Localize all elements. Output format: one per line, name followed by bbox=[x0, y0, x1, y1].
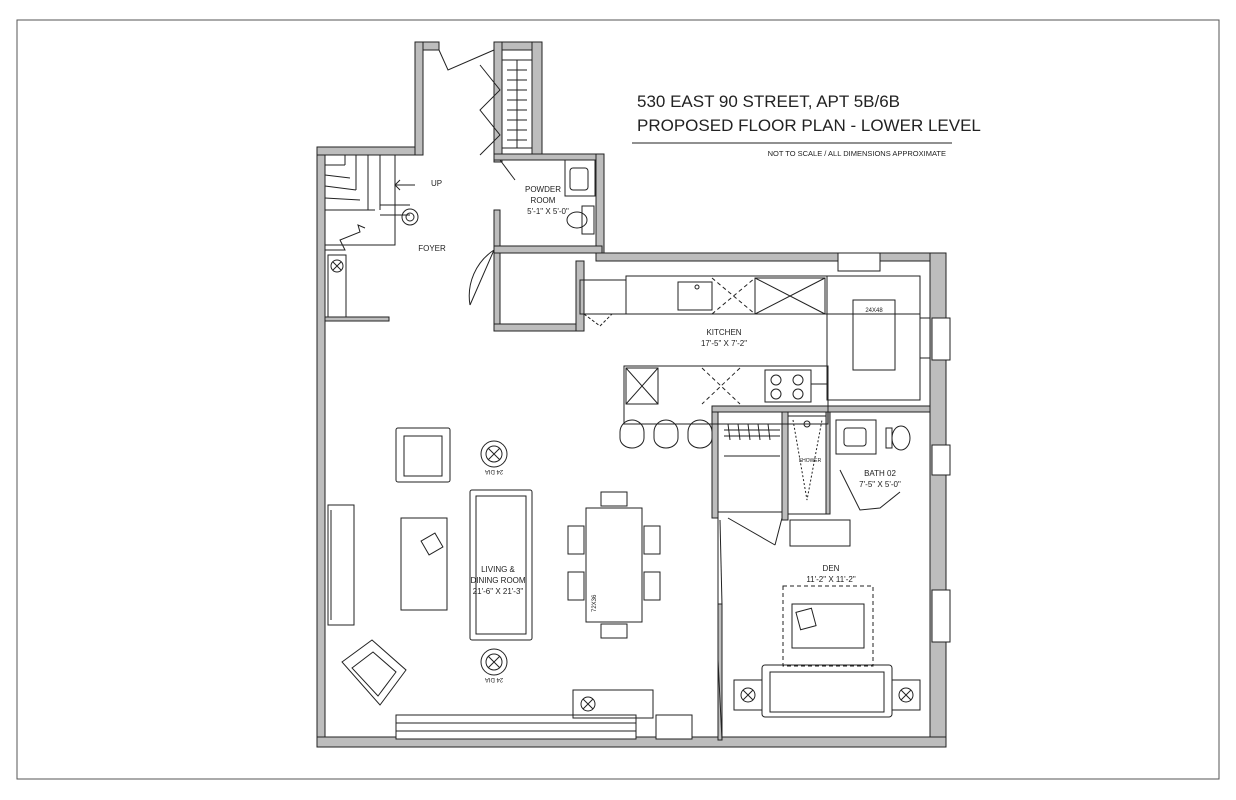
living-side-table-label-2: 24 DIA bbox=[485, 676, 503, 682]
kitchen-counter-label: 24X48 bbox=[865, 308, 883, 314]
page-frame bbox=[16, 19, 1220, 780]
plan-title: PROPOSED FLOOR PLAN - LOWER LEVEL bbox=[637, 116, 981, 135]
address-title: 530 EAST 90 STREET, APT 5B/6B bbox=[637, 92, 900, 111]
powder-room-name-2: ROOM bbox=[531, 196, 556, 205]
stair-up-label: UP bbox=[431, 179, 442, 188]
den-name: DEN bbox=[823, 564, 840, 573]
living-room-dims: 21'-6" X 21'-3" bbox=[473, 587, 524, 596]
living-furniture bbox=[341, 427, 654, 719]
den-dims: 11'-2" X 11'-2" bbox=[806, 575, 856, 584]
bath-fixtures bbox=[787, 415, 911, 547]
kitchen-cabinets bbox=[579, 275, 931, 401]
foyer-name: FOYER bbox=[418, 244, 446, 253]
scale-note: NOT TO SCALE / ALL DIMENSIONS APPROXIMAT… bbox=[768, 149, 946, 158]
powder-fixtures bbox=[499, 159, 596, 235]
bath-dims: 7'-5" X 5'-0" bbox=[859, 480, 901, 489]
living-side-table-label: 24 DIA bbox=[485, 468, 503, 474]
shower-label: SHOWER bbox=[799, 458, 822, 464]
entry-door bbox=[438, 49, 495, 306]
walls bbox=[316, 41, 947, 748]
powder-room-name: POWDER bbox=[525, 185, 561, 194]
windows bbox=[327, 252, 951, 740]
dining-set bbox=[567, 491, 661, 639]
coat-closet bbox=[479, 59, 532, 156]
kitchen-island bbox=[623, 365, 829, 425]
den-furniture bbox=[733, 585, 921, 718]
den-closet bbox=[717, 411, 783, 604]
interior-doors bbox=[717, 519, 723, 741]
kitchen-name: KITCHEN bbox=[706, 328, 741, 337]
stair bbox=[324, 154, 419, 318]
bar-stools bbox=[619, 419, 713, 449]
kitchen-dims: 17'-5" X 7'-2" bbox=[701, 339, 747, 348]
living-room-name-2: DINING ROOM bbox=[470, 576, 525, 585]
living-room-name: LIVING & bbox=[481, 565, 515, 574]
dining-table-label: 72X36 bbox=[592, 594, 598, 612]
bath-name: BATH 02 bbox=[864, 469, 896, 478]
powder-room-dims: 5'-1" X 5'-0" bbox=[527, 207, 569, 216]
